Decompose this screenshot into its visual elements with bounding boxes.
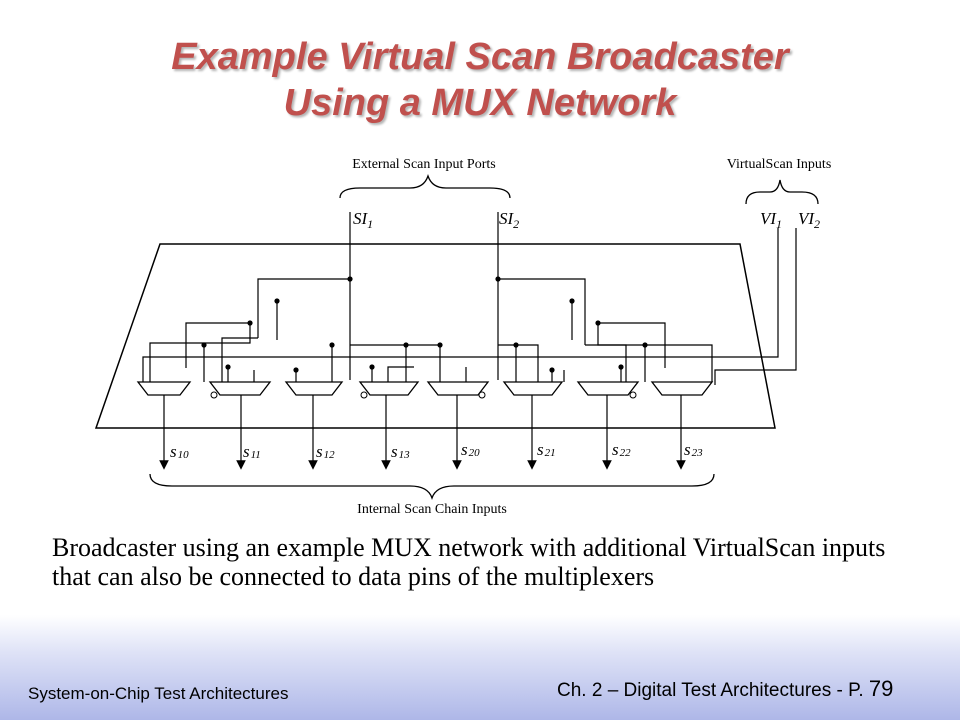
mux-3 bbox=[358, 381, 420, 399]
mux-network-diagram: External Scan Input Ports VirtualScan In… bbox=[94, 157, 832, 517]
junction-dots bbox=[201, 276, 648, 373]
virtualscan-inputs-label: VirtualScan Inputs bbox=[727, 157, 832, 172]
slide-caption: Broadcaster using an example MUX network… bbox=[52, 533, 886, 591]
internal-chain-brace bbox=[149, 473, 715, 501]
footer-course-title: System-on-Chip Test Architectures bbox=[28, 684, 289, 703]
internal-chain-label: Internal Scan Chain Inputs bbox=[357, 502, 507, 517]
output-label-s22: s22 bbox=[612, 440, 631, 459]
mux-6 bbox=[576, 381, 640, 399]
title-line-1: Example Virtual Scan Broadcaster bbox=[171, 36, 789, 78]
mux-5 bbox=[502, 381, 564, 396]
mux-2 bbox=[284, 381, 344, 396]
mux-0 bbox=[136, 381, 192, 396]
virtualscan-inputs-brace bbox=[745, 179, 819, 205]
slide-title: Example Virtual Scan Broadcaster Using a… bbox=[0, 34, 960, 126]
output-label-s23: s23 bbox=[684, 440, 703, 459]
external-ports-label: External Scan Input Ports bbox=[352, 157, 495, 172]
output-label-s12: s12 bbox=[316, 442, 335, 461]
mux-wiring bbox=[142, 212, 797, 470]
virtual-input-vi1-label: VI1 bbox=[760, 209, 782, 231]
footer-page-number: 79 bbox=[868, 676, 894, 701]
footer-chapter-page: Ch. 2 – Digital Test Architectures - P. … bbox=[557, 676, 893, 702]
broadcaster-block bbox=[94, 243, 776, 429]
footer-chapter: Ch. 2 – Digital Test Architectures - P. bbox=[557, 680, 864, 701]
output-label-s11: s11 bbox=[243, 442, 261, 461]
title-line-2: Using a MUX Network bbox=[283, 82, 677, 124]
mux-4 bbox=[426, 381, 490, 399]
external-ports-brace bbox=[339, 173, 511, 199]
footer-band bbox=[0, 615, 960, 720]
virtual-input-vi2-label: VI2 bbox=[798, 209, 820, 231]
output-label-s21: s21 bbox=[537, 440, 556, 459]
mux-7 bbox=[650, 381, 714, 396]
output-label-s10: s10 bbox=[170, 442, 189, 461]
output-label-s20: s20 bbox=[461, 440, 480, 459]
port-si2-label: SI2 bbox=[499, 209, 519, 231]
mux-1 bbox=[208, 381, 272, 399]
output-label-s13: s13 bbox=[391, 442, 410, 461]
port-si1-label: SI1 bbox=[353, 209, 373, 231]
